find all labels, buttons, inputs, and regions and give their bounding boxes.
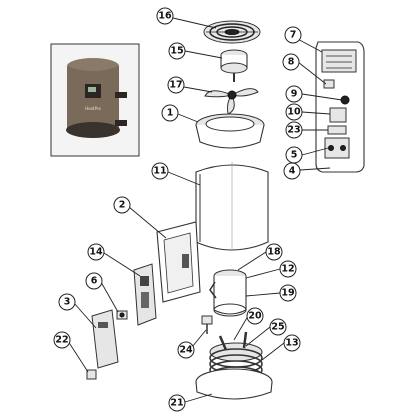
fan-grille-part — [203, 20, 261, 44]
compressor-part — [209, 269, 247, 317]
svg-text:12: 12 — [281, 264, 294, 275]
svg-text:25: 25 — [271, 322, 284, 333]
svg-text:24: 24 — [179, 345, 193, 356]
svg-text:22: 22 — [55, 335, 68, 346]
callout-25: 25 — [269, 318, 287, 336]
svg-text:1: 1 — [167, 108, 174, 119]
inset-brand-text: HeatPro — [85, 106, 101, 111]
leader-lines — [67, 17, 343, 403]
callout-1: 1 — [161, 104, 179, 122]
top-ring-part — [195, 113, 265, 149]
svg-text:9: 9 — [291, 89, 298, 100]
product-inset: HeatPro — [50, 43, 140, 157]
svg-text:2: 2 — [119, 200, 126, 211]
callout-4: 4 — [283, 162, 301, 180]
cabinet-wrap-part — [195, 162, 269, 251]
svg-text:14: 14 — [89, 247, 103, 258]
callout-15: 15 — [168, 42, 186, 60]
callout-7: 7 — [284, 26, 302, 44]
callout-3: 3 — [58, 293, 76, 311]
valve-part — [201, 315, 213, 334]
svg-text:23: 23 — [287, 125, 300, 136]
callout-11: 11 — [151, 162, 169, 180]
fan-blade-part — [204, 88, 259, 115]
svg-text:17: 17 — [169, 80, 182, 91]
svg-text:18: 18 — [267, 247, 281, 258]
svg-text:4: 4 — [289, 166, 296, 177]
base-pan-part — [195, 368, 273, 400]
svg-text:3: 3 — [64, 297, 71, 308]
callout-9: 9 — [285, 85, 303, 103]
svg-text:21: 21 — [170, 398, 183, 409]
svg-text:13: 13 — [285, 338, 298, 349]
fitting-part — [116, 310, 128, 320]
callout-19: 19 — [279, 284, 297, 302]
svg-text:10: 10 — [287, 107, 301, 118]
callout-22: 22 — [53, 331, 71, 349]
callout-6: 6 — [85, 272, 103, 290]
access-panel-part — [91, 309, 119, 369]
callout-2: 2 — [113, 196, 131, 214]
svg-text:15: 15 — [170, 46, 183, 57]
callout-17: 17 — [167, 76, 185, 94]
callout-20: 20 — [246, 307, 264, 325]
service-panel-part — [315, 41, 365, 173]
front-panel-part — [156, 221, 201, 303]
svg-text:7: 7 — [290, 30, 297, 41]
callout-8: 8 — [282, 53, 300, 71]
svg-text:20: 20 — [248, 311, 262, 322]
svg-text:11: 11 — [153, 166, 166, 177]
callout-16: 16 — [156, 7, 174, 25]
callout-5: 5 — [285, 146, 303, 164]
svg-text:5: 5 — [291, 150, 298, 161]
small-label-part — [86, 369, 97, 380]
svg-text:16: 16 — [158, 11, 172, 22]
control-box-part — [133, 263, 157, 326]
callout-13: 13 — [283, 334, 301, 352]
callout-23: 23 — [285, 121, 303, 139]
svg-text:8: 8 — [288, 57, 295, 68]
callout-12: 12 — [279, 260, 297, 278]
svg-text:19: 19 — [281, 288, 294, 299]
svg-text:6: 6 — [91, 276, 98, 287]
callout-18: 18 — [265, 243, 283, 261]
callout-21: 21 — [168, 394, 186, 412]
callout-10: 10 — [285, 103, 303, 121]
callout-14: 14 — [87, 243, 105, 261]
callout-24: 24 — [177, 341, 195, 359]
fan-motor-part — [220, 49, 248, 82]
